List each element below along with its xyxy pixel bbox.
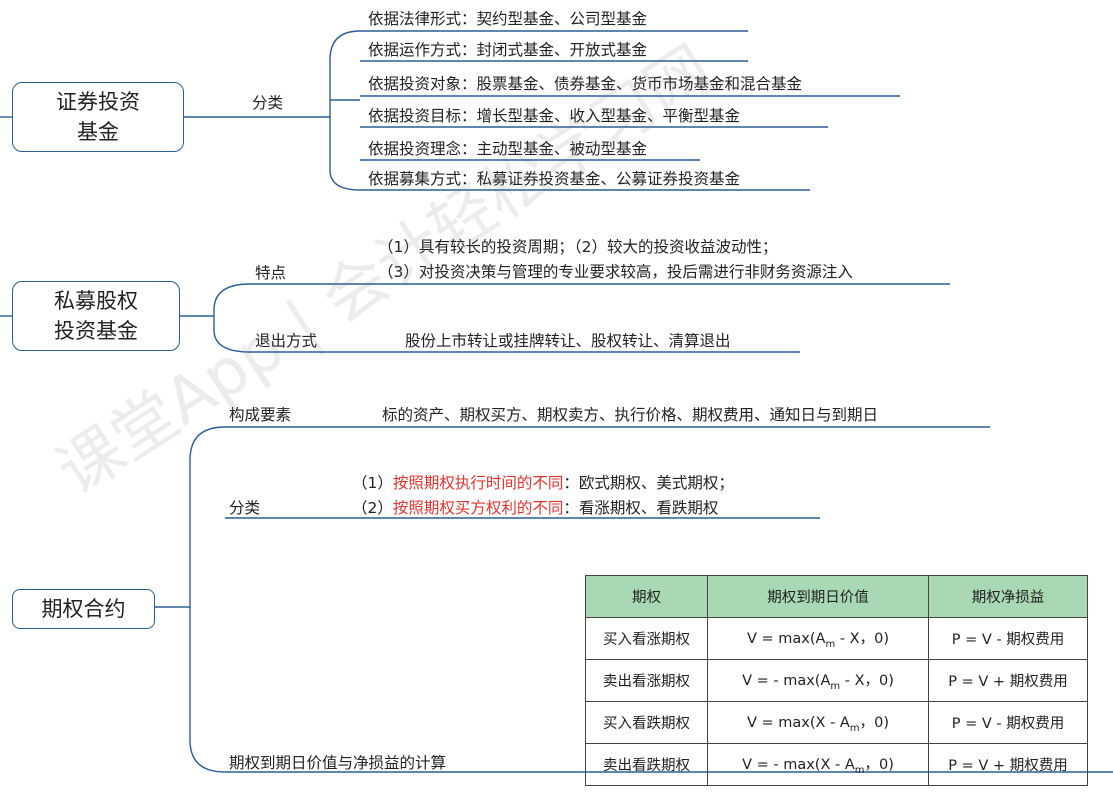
table-header-row: 期权 期权到期日价值 期权净损益 xyxy=(585,575,1088,618)
table-cell: V = - max(Am - X，0) xyxy=(707,659,929,702)
table-cell: 买入看涨期权 xyxy=(585,617,708,660)
pe-feature-label: 特点 xyxy=(255,264,287,282)
pe-feature-line1: （1）具有较长的投资周期；（2）较大的投资收益波动性； xyxy=(378,238,778,256)
table-header-cell: 期权净损益 xyxy=(928,575,1088,618)
option-class2-highlight: 按照期权买方权利的不同 xyxy=(392,499,564,517)
table-header-cell: 期权 xyxy=(585,575,708,618)
node-option-contract: 期权合约 xyxy=(12,589,155,629)
fund-item-1: 依据法律形式：契约型基金、公司型基金 xyxy=(368,10,648,28)
fund-branch-label: 分类 xyxy=(252,94,284,112)
option-class1-highlight: 按照期权执行时间的不同 xyxy=(392,474,564,492)
table-cell: P = V - 期权费用 xyxy=(928,617,1088,660)
table-cell: V = max(Am - X，0) xyxy=(707,617,929,660)
option-class-label: 分类 xyxy=(229,499,261,517)
table-cell: P = V + 期权费用 xyxy=(928,743,1088,786)
fund-item-4: 依据投资目标：增长型基金、收入型基金、平衡型基金 xyxy=(368,107,741,125)
node-securities-fund: 证券投资 基金 xyxy=(12,82,184,152)
table-header-cell: 期权到期日价值 xyxy=(707,575,929,618)
table-cell: 卖出看涨期权 xyxy=(585,659,708,702)
table-cell: P = V + 期权费用 xyxy=(928,659,1088,702)
option-elements-label: 构成要素 xyxy=(229,406,292,424)
fund-item-2: 依据运作方式：封闭式基金、开放式基金 xyxy=(368,41,648,59)
option-elements-text: 标的资产、期权买方、期权卖方、执行价格、期权费用、通知日与到期日 xyxy=(382,406,879,424)
option-calc-label: 期权到期日价值与净损益的计算 xyxy=(229,754,447,772)
table-cell: P = V - 期权费用 xyxy=(928,701,1088,744)
table-row: 卖出看涨期权 V = - max(Am - X，0) P = V + 期权费用 xyxy=(585,659,1088,702)
fund-item-6: 依据募集方式：私募证券投资基金、公募证券投资基金 xyxy=(368,170,741,188)
option-class1-rest: ：欧式期权、美式期权； xyxy=(563,474,734,492)
option-class-line1: （1）按照期权执行时间的不同：欧式期权、美式期权； xyxy=(352,472,734,494)
option-value-table: 期权 期权到期日价值 期权净损益 买入看涨期权 V = max(Am - X，0… xyxy=(585,575,1088,786)
table-row: 买入看跌期权 V = max(X - Am，0) P = V - 期权费用 xyxy=(585,701,1088,744)
node-private-equity-fund: 私募股权 投资基金 xyxy=(12,281,180,351)
fund-item-5: 依据投资理念：主动型基金、被动型基金 xyxy=(368,140,648,158)
option-class1-prefix: （1） xyxy=(352,474,393,492)
table-cell: 买入看跌期权 xyxy=(585,701,708,744)
table-row: 卖出看跌期权 V = - max(X - Am，0) P = V + 期权费用 xyxy=(585,743,1088,786)
option-class2-rest: ：看涨期权、看跌期权 xyxy=(563,499,719,517)
fund-item-3: 依据投资对象：股票基金、债券基金、货币市场基金和混合基金 xyxy=(368,75,803,93)
pe-exit-text: 股份上市转让或挂牌转让、股权转让、清算退出 xyxy=(405,332,731,350)
pe-feature-line2: （3）对投资决策与管理的专业要求较高，投后需进行非财务资源注入 xyxy=(378,263,853,281)
option-class2-prefix: （2） xyxy=(352,499,393,517)
option-class-line2: （2）按照期权买方权利的不同：看涨期权、看跌期权 xyxy=(352,497,718,519)
table-row: 买入看涨期权 V = max(Am - X，0) P = V - 期权费用 xyxy=(585,617,1088,660)
table-cell: V = - max(X - Am，0) xyxy=(707,743,929,786)
pe-exit-label: 退出方式 xyxy=(255,332,318,350)
table-cell: V = max(X - Am，0) xyxy=(707,701,929,744)
table-cell: 卖出看跌期权 xyxy=(585,743,708,786)
